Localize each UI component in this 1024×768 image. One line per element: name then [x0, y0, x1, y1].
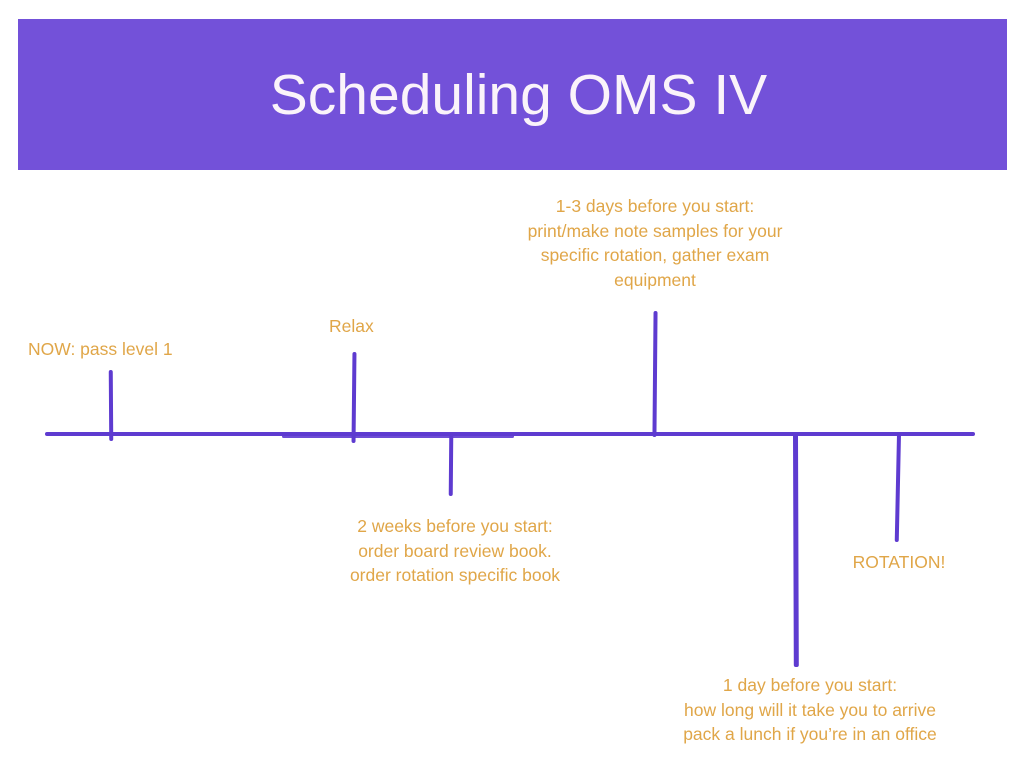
timeline-horizontal-line — [45, 432, 975, 436]
timeline-tick-days-before — [652, 310, 658, 438]
title-banner: Scheduling OMS IV — [18, 19, 1007, 170]
annotation-days-before-start: 1-3 days before you start: print/make no… — [527, 196, 783, 290]
timeline-line-overlap-stroke — [282, 435, 514, 438]
annotation-two-weeks-before-start: 2 weeks before you start: order board re… — [349, 516, 561, 585]
annotation-now-pass-level-1: NOW: pass level 1 — [28, 339, 173, 359]
annotation-rotation: ROTATION! — [852, 552, 946, 572]
timeline-tick-two-weeks — [448, 433, 454, 497]
timeline-tick-rotation — [894, 433, 901, 543]
timeline-tick-relax — [351, 351, 357, 444]
timeline-tick-one-day — [793, 433, 799, 668]
slide-title: Scheduling OMS IV — [269, 62, 768, 127]
timeline-tick-now — [108, 369, 114, 442]
annotation-one-day-before-start: 1 day before you start: how long will it… — [683, 675, 937, 744]
annotation-relax: Relax — [329, 316, 374, 336]
